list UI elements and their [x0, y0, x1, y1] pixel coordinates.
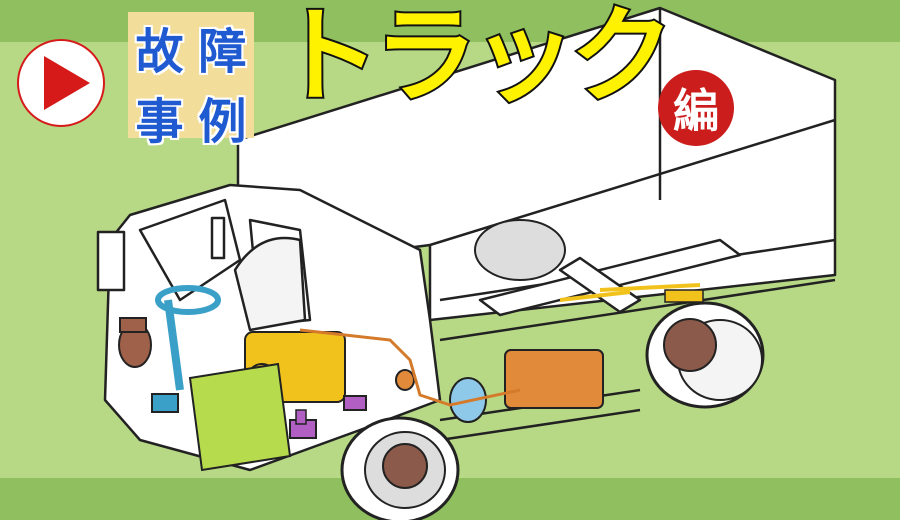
kanji-4: 例	[198, 94, 247, 150]
kanji-2: 障	[198, 24, 247, 80]
category-label-grid: 故 障 事 例	[128, 12, 254, 150]
play-icon[interactable]	[16, 38, 106, 128]
edition-badge: 編	[658, 70, 734, 146]
kanji-3: 事	[135, 94, 184, 150]
kanji-1: 故	[135, 24, 184, 80]
edition-badge-text: 編	[673, 84, 719, 138]
banner-title: トラック	[274, 0, 676, 117]
